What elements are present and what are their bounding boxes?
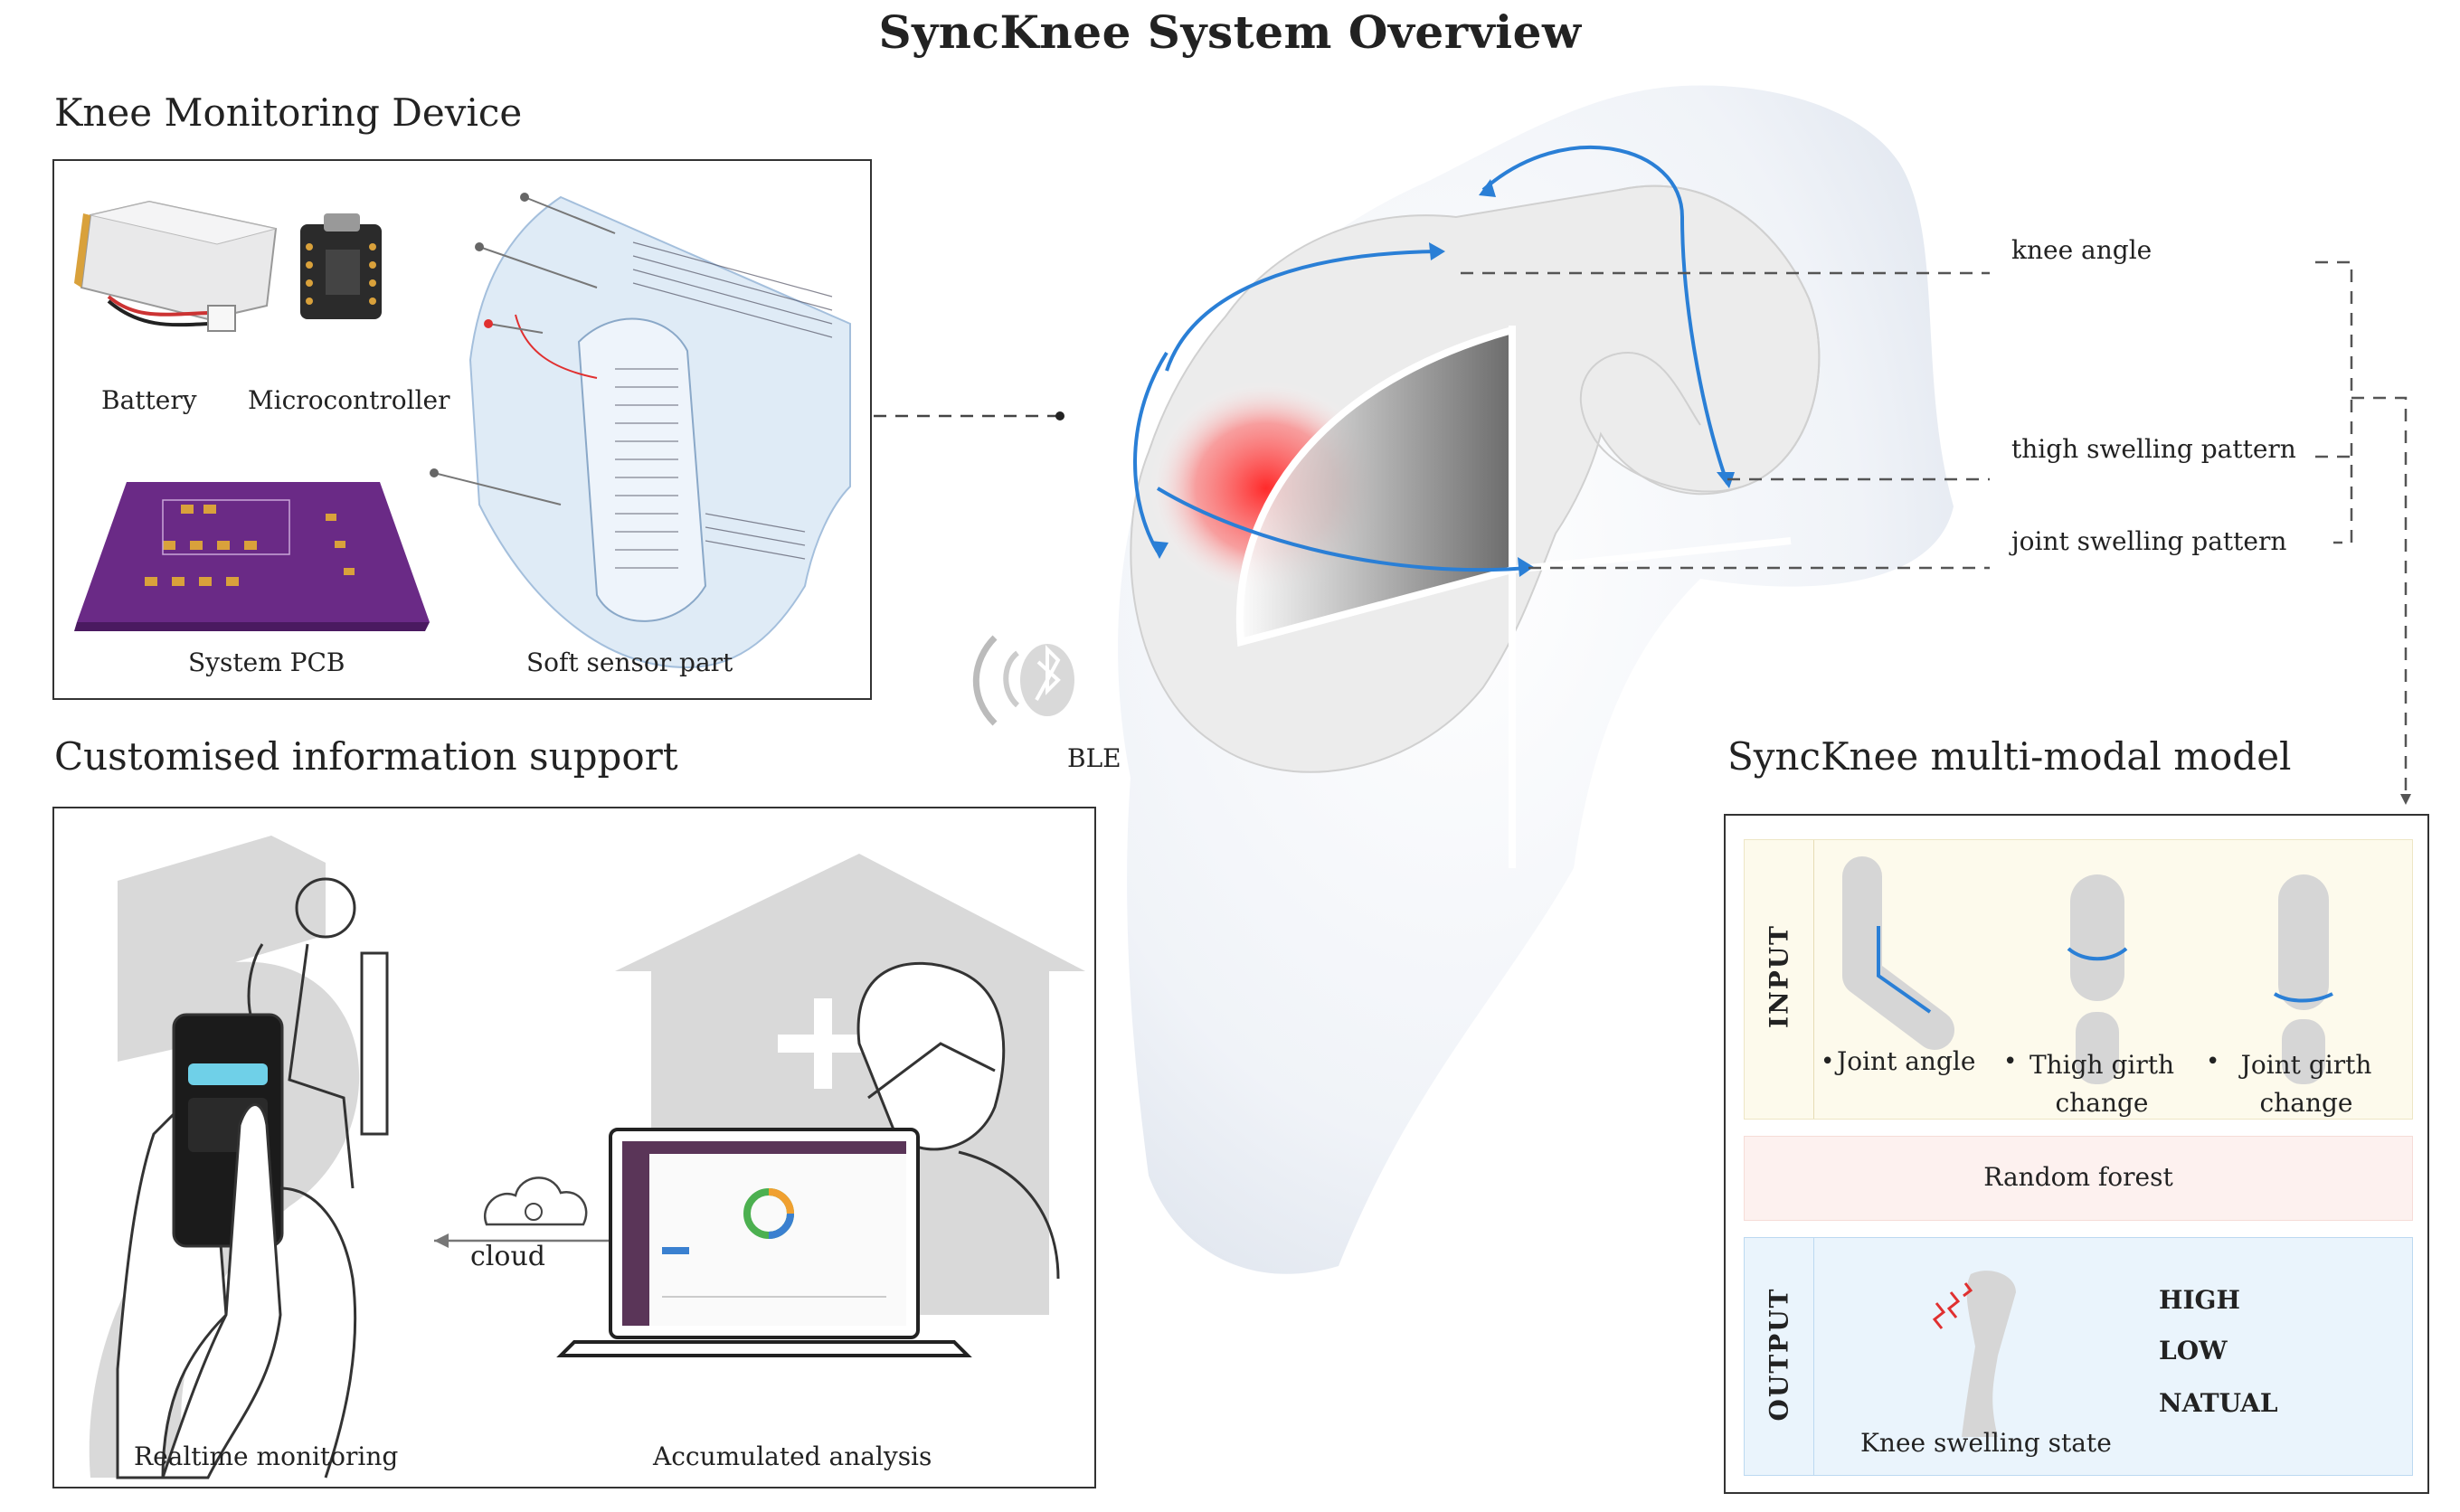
state-natual: NATUAL	[2159, 1388, 2278, 1418]
device-panel: Battery Microcontroller System PCB Soft …	[52, 159, 872, 700]
model-panel: INPUT • Joint angle • Thigh girth change…	[1724, 814, 2429, 1494]
input-joint-girth: Joint girth change	[2240, 1050, 2372, 1118]
joint-angle-icon	[1842, 856, 1954, 1050]
input-bullet-2: •	[2003, 1048, 2018, 1075]
battery-icon	[74, 200, 278, 332]
classifier-label: Random forest	[1983, 1162, 2173, 1192]
laptop-icon	[556, 1128, 972, 1357]
device-heading: Knee Monitoring Device	[54, 90, 523, 135]
component-label-microcontroller: Microcontroller	[248, 385, 450, 415]
cloud-label: cloud	[470, 1241, 545, 1272]
component-label-pcb: System PCB	[188, 647, 345, 677]
page-title: SyncKnee System Overview	[878, 5, 1582, 59]
component-label-battery: Battery	[101, 385, 197, 415]
input-bullet-1: •	[1821, 1048, 1835, 1075]
output-caption: Knee swelling state	[1860, 1428, 2112, 1458]
caption-accumulated: Accumulated analysis	[653, 1441, 932, 1471]
classifier-section: Random forest	[1744, 1136, 2413, 1221]
state-high: HIGH	[2159, 1285, 2240, 1315]
phone-icon	[116, 1013, 357, 1479]
soft-sensor-icon	[430, 193, 851, 669]
input-joint-angle: Joint angle	[1837, 1046, 1976, 1076]
model-heading: SyncKnee multi-modal model	[1727, 734, 2292, 779]
caption-realtime: Realtime monitoring	[134, 1441, 399, 1471]
knee-label-angle: knee angle	[2011, 235, 2152, 265]
pcb-icon	[74, 482, 430, 631]
info-panel: cloud Realtime monitoring Accumulated an…	[52, 807, 1096, 1488]
knee-label-joint: joint swelling pattern	[2011, 526, 2287, 556]
joint-girth-icon	[2273, 874, 2333, 1084]
leg-icon	[1932, 1271, 2016, 1437]
ble-label: BLE	[1067, 743, 1121, 773]
info-heading: Customised information support	[54, 734, 678, 779]
knee-label-thigh: thigh swelling pattern	[2011, 434, 2296, 464]
component-label-soft-sensor: Soft sensor part	[526, 647, 733, 677]
input-bullet-3: •	[2206, 1048, 2220, 1075]
thigh-girth-icon	[2067, 874, 2128, 1084]
output-section: OUTPUT Knee swelling state HIGH LOW NATU…	[1744, 1237, 2413, 1476]
microcontroller-icon	[300, 213, 382, 319]
input-thigh-girth: Thigh girth change	[2029, 1050, 2175, 1118]
state-low: LOW	[2159, 1336, 2228, 1366]
input-section: INPUT • Joint angle • Thigh girth change…	[1744, 839, 2413, 1120]
